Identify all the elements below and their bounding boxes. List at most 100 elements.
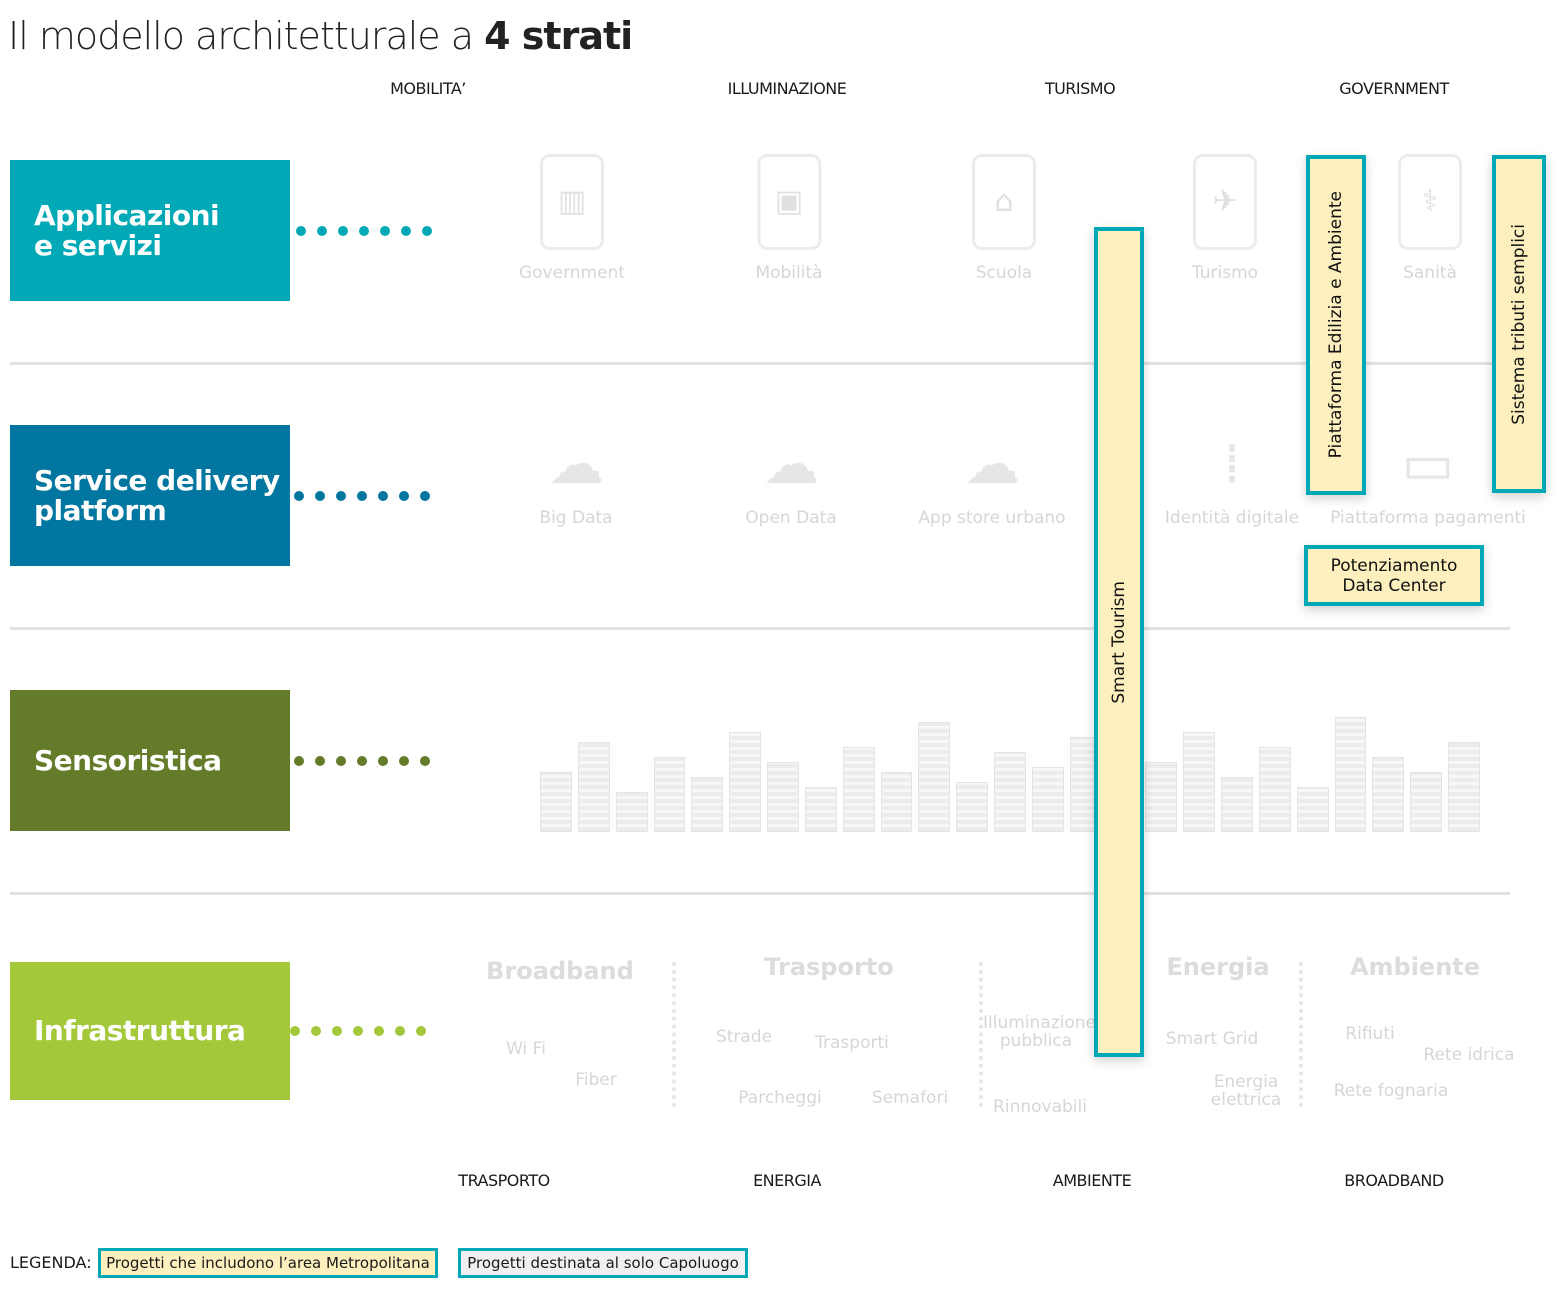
bus-icon: ▣ xyxy=(757,154,821,250)
connector-dots xyxy=(290,1026,426,1036)
column-header: TURISMO xyxy=(1044,79,1116,98)
app-sanita: ⚕Sanità xyxy=(1398,154,1462,282)
platform-app-store: ☁App store urbano xyxy=(918,425,1065,527)
building xyxy=(691,777,724,832)
infra-item: Rete fognaria xyxy=(1333,1081,1449,1101)
infra-category: Trasporto xyxy=(764,953,894,981)
payment-icon: ▭ xyxy=(1401,432,1455,497)
city-cloud-icon: ☁ xyxy=(963,432,1020,497)
layer-service-delivery: Service delivery platform xyxy=(10,425,290,566)
city-skyline-illustration xyxy=(540,700,1480,832)
column-footer: TRASPORTO xyxy=(458,1171,550,1190)
platform-label: Open Data xyxy=(745,508,837,528)
dot xyxy=(416,1026,426,1036)
legend-metropolitana: Progetti che includono l’area Metropolit… xyxy=(98,1248,438,1278)
building xyxy=(1296,787,1329,832)
dot xyxy=(338,226,348,236)
dot xyxy=(311,1026,321,1036)
project-piattaforma-edilizia[interactable]: Piattaforma Edilizia e Ambiente xyxy=(1306,155,1366,495)
app-mobilita: ▣ Mobilità xyxy=(755,154,823,283)
dot xyxy=(332,1026,342,1036)
infra-item: Energia elettrica xyxy=(1210,1072,1282,1110)
dot xyxy=(401,226,411,236)
building xyxy=(653,757,686,832)
project-label: Smart Tourism xyxy=(1109,580,1129,704)
dot xyxy=(399,756,409,766)
dot xyxy=(420,491,430,501)
building xyxy=(1372,757,1405,832)
project-sistema-tributi[interactable]: Sistema tributi semplici xyxy=(1492,155,1546,493)
cloud-database-icon: ☁ xyxy=(547,432,604,497)
building xyxy=(540,772,572,832)
project-smart-tourism[interactable]: Smart Tourism xyxy=(1094,227,1144,1057)
platform-label: Piattaforma pagamenti xyxy=(1330,508,1526,528)
dot xyxy=(296,226,306,236)
infra-item: Rifiuti xyxy=(1345,1024,1395,1044)
infra-item: Rete idrica xyxy=(1423,1045,1515,1065)
dot xyxy=(374,1026,384,1036)
page-title: Il modello architetturale a 4 strati xyxy=(8,14,633,58)
dot xyxy=(315,491,325,501)
dot xyxy=(359,226,369,236)
app-label: Scuola xyxy=(975,263,1033,283)
layer-sensoristica: Sensoristica xyxy=(10,690,290,831)
project-label: Piattaforma Edilizia e Ambiente xyxy=(1326,191,1346,459)
dot xyxy=(399,491,409,501)
biometric-icon: ⁞ xyxy=(1223,432,1241,497)
column-footer: AMBIENTE xyxy=(1052,1171,1132,1190)
divider xyxy=(10,892,1510,895)
column-header: GOVERNMENT xyxy=(1339,79,1449,98)
project-label: Potenziamento Data Center xyxy=(1330,555,1458,596)
dot xyxy=(420,756,430,766)
legend-label: LEGENDA: xyxy=(10,1253,92,1272)
platform-big-data: ☁ Big Data xyxy=(539,425,612,527)
infra-category: Energia xyxy=(1166,953,1270,981)
building xyxy=(1334,717,1367,832)
building xyxy=(1221,777,1253,832)
infra-item: Smart Grid xyxy=(1165,1029,1259,1049)
divider xyxy=(10,627,1510,630)
app-scuola: ⌂Scuola xyxy=(972,154,1036,282)
building xyxy=(1183,732,1216,832)
infra-item: Trasporti xyxy=(815,1033,889,1053)
caduceus-icon: ⚕ xyxy=(1398,154,1462,250)
dot xyxy=(336,491,346,501)
dot xyxy=(357,491,367,501)
column-header: ILLUMINAZIONE xyxy=(727,79,847,98)
infra-item: Illuminazione pubblica xyxy=(983,1013,1096,1051)
column-footer: ENERGIA xyxy=(753,1171,821,1190)
connector-dots xyxy=(294,756,430,766)
separator xyxy=(979,962,983,1107)
divider xyxy=(10,362,1510,365)
project-label: Sistema tributi semplici xyxy=(1509,223,1529,425)
dot xyxy=(395,1026,405,1036)
project-potenziamento-data-center[interactable]: Potenziamento Data Center xyxy=(1304,545,1484,606)
infra-item: Parcheggi xyxy=(738,1088,822,1108)
infra-category: Broadband xyxy=(486,957,634,985)
binary-cloud-icon: ☁ xyxy=(763,432,819,497)
dot xyxy=(336,756,346,766)
building xyxy=(729,732,762,832)
building xyxy=(577,742,610,832)
infra-item: Semafori xyxy=(871,1088,949,1108)
app-turismo: ✈Turismo xyxy=(1192,154,1258,282)
dot xyxy=(294,756,304,766)
dot xyxy=(378,491,388,501)
dot xyxy=(317,226,327,236)
dot xyxy=(315,756,325,766)
separator xyxy=(672,962,676,1107)
platform-identita: ⁞ Identità digitale xyxy=(1165,425,1299,527)
app-label: Mobilità xyxy=(755,263,823,283)
building xyxy=(1145,762,1178,832)
building xyxy=(1410,772,1443,832)
building xyxy=(615,792,648,832)
building xyxy=(767,762,799,832)
building xyxy=(880,772,913,832)
platform-label: Big Data xyxy=(539,508,613,528)
dot xyxy=(378,756,388,766)
platform-label: Identità digitale xyxy=(1164,508,1300,528)
column-header: MOBILITA’ xyxy=(390,79,466,98)
infra-category: Ambiente xyxy=(1349,953,1481,981)
infra-item: Strade xyxy=(715,1027,773,1047)
separator xyxy=(1299,962,1303,1107)
